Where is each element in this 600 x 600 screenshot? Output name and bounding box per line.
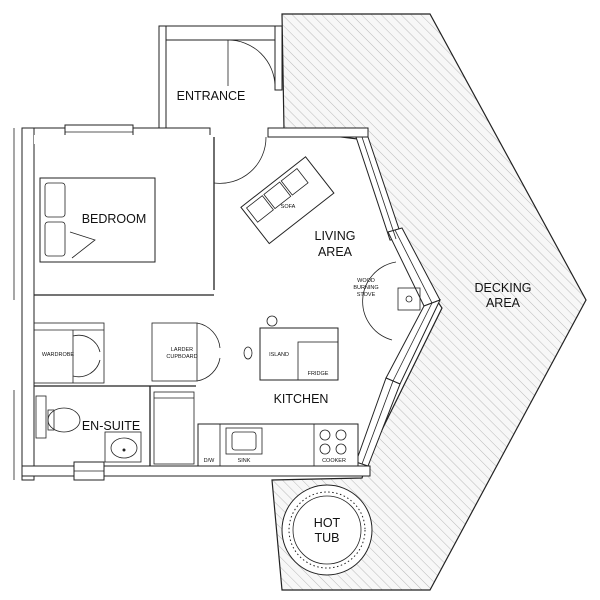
stove-label-2: BURNING <box>353 285 378 291</box>
hot-tub-label-1: HOT <box>314 516 341 530</box>
bedroom <box>34 135 215 296</box>
sofa <box>240 156 335 245</box>
en-suite <box>34 385 196 466</box>
stove-label-1: WOOD <box>357 278 375 284</box>
decking-area-label-2: AREA <box>486 296 521 310</box>
island-label: ISLAND <box>269 352 289 358</box>
hot-tub <box>281 484 373 576</box>
hot-tub-label-2: TUB <box>315 531 340 545</box>
living-area-label-2: AREA <box>318 245 353 259</box>
sink-label: SINK <box>238 458 251 464</box>
wood-burning-stove <box>362 261 421 341</box>
kitchen-label: KITCHEN <box>274 392 329 406</box>
dishwasher-label: D/W <box>204 458 216 464</box>
larder-cupboard <box>151 322 221 382</box>
stove-label-3: STOVE <box>357 292 376 298</box>
en-suite-label: EN-SUITE <box>82 419 140 433</box>
larder-label-2: CUPBOARD <box>166 354 197 360</box>
fridge-label: FRIDGE <box>308 371 329 377</box>
kitchen-counter <box>197 423 359 467</box>
larder-label-1: LARDER <box>171 347 193 353</box>
entrance-walls <box>158 25 283 131</box>
living-area-label-1: LIVING <box>315 229 356 243</box>
entrance-label: ENTRANCE <box>177 89 246 103</box>
wardrobe-label: WARDROBE <box>42 352 75 358</box>
decking-area-label-1: DECKING <box>475 281 532 295</box>
wardrobe <box>33 322 105 384</box>
kitchen-island <box>243 315 339 381</box>
sofa-label: SOFA <box>281 204 296 210</box>
bedroom-label: BEDROOM <box>82 212 147 226</box>
cooker-label: COOKER <box>322 458 346 464</box>
